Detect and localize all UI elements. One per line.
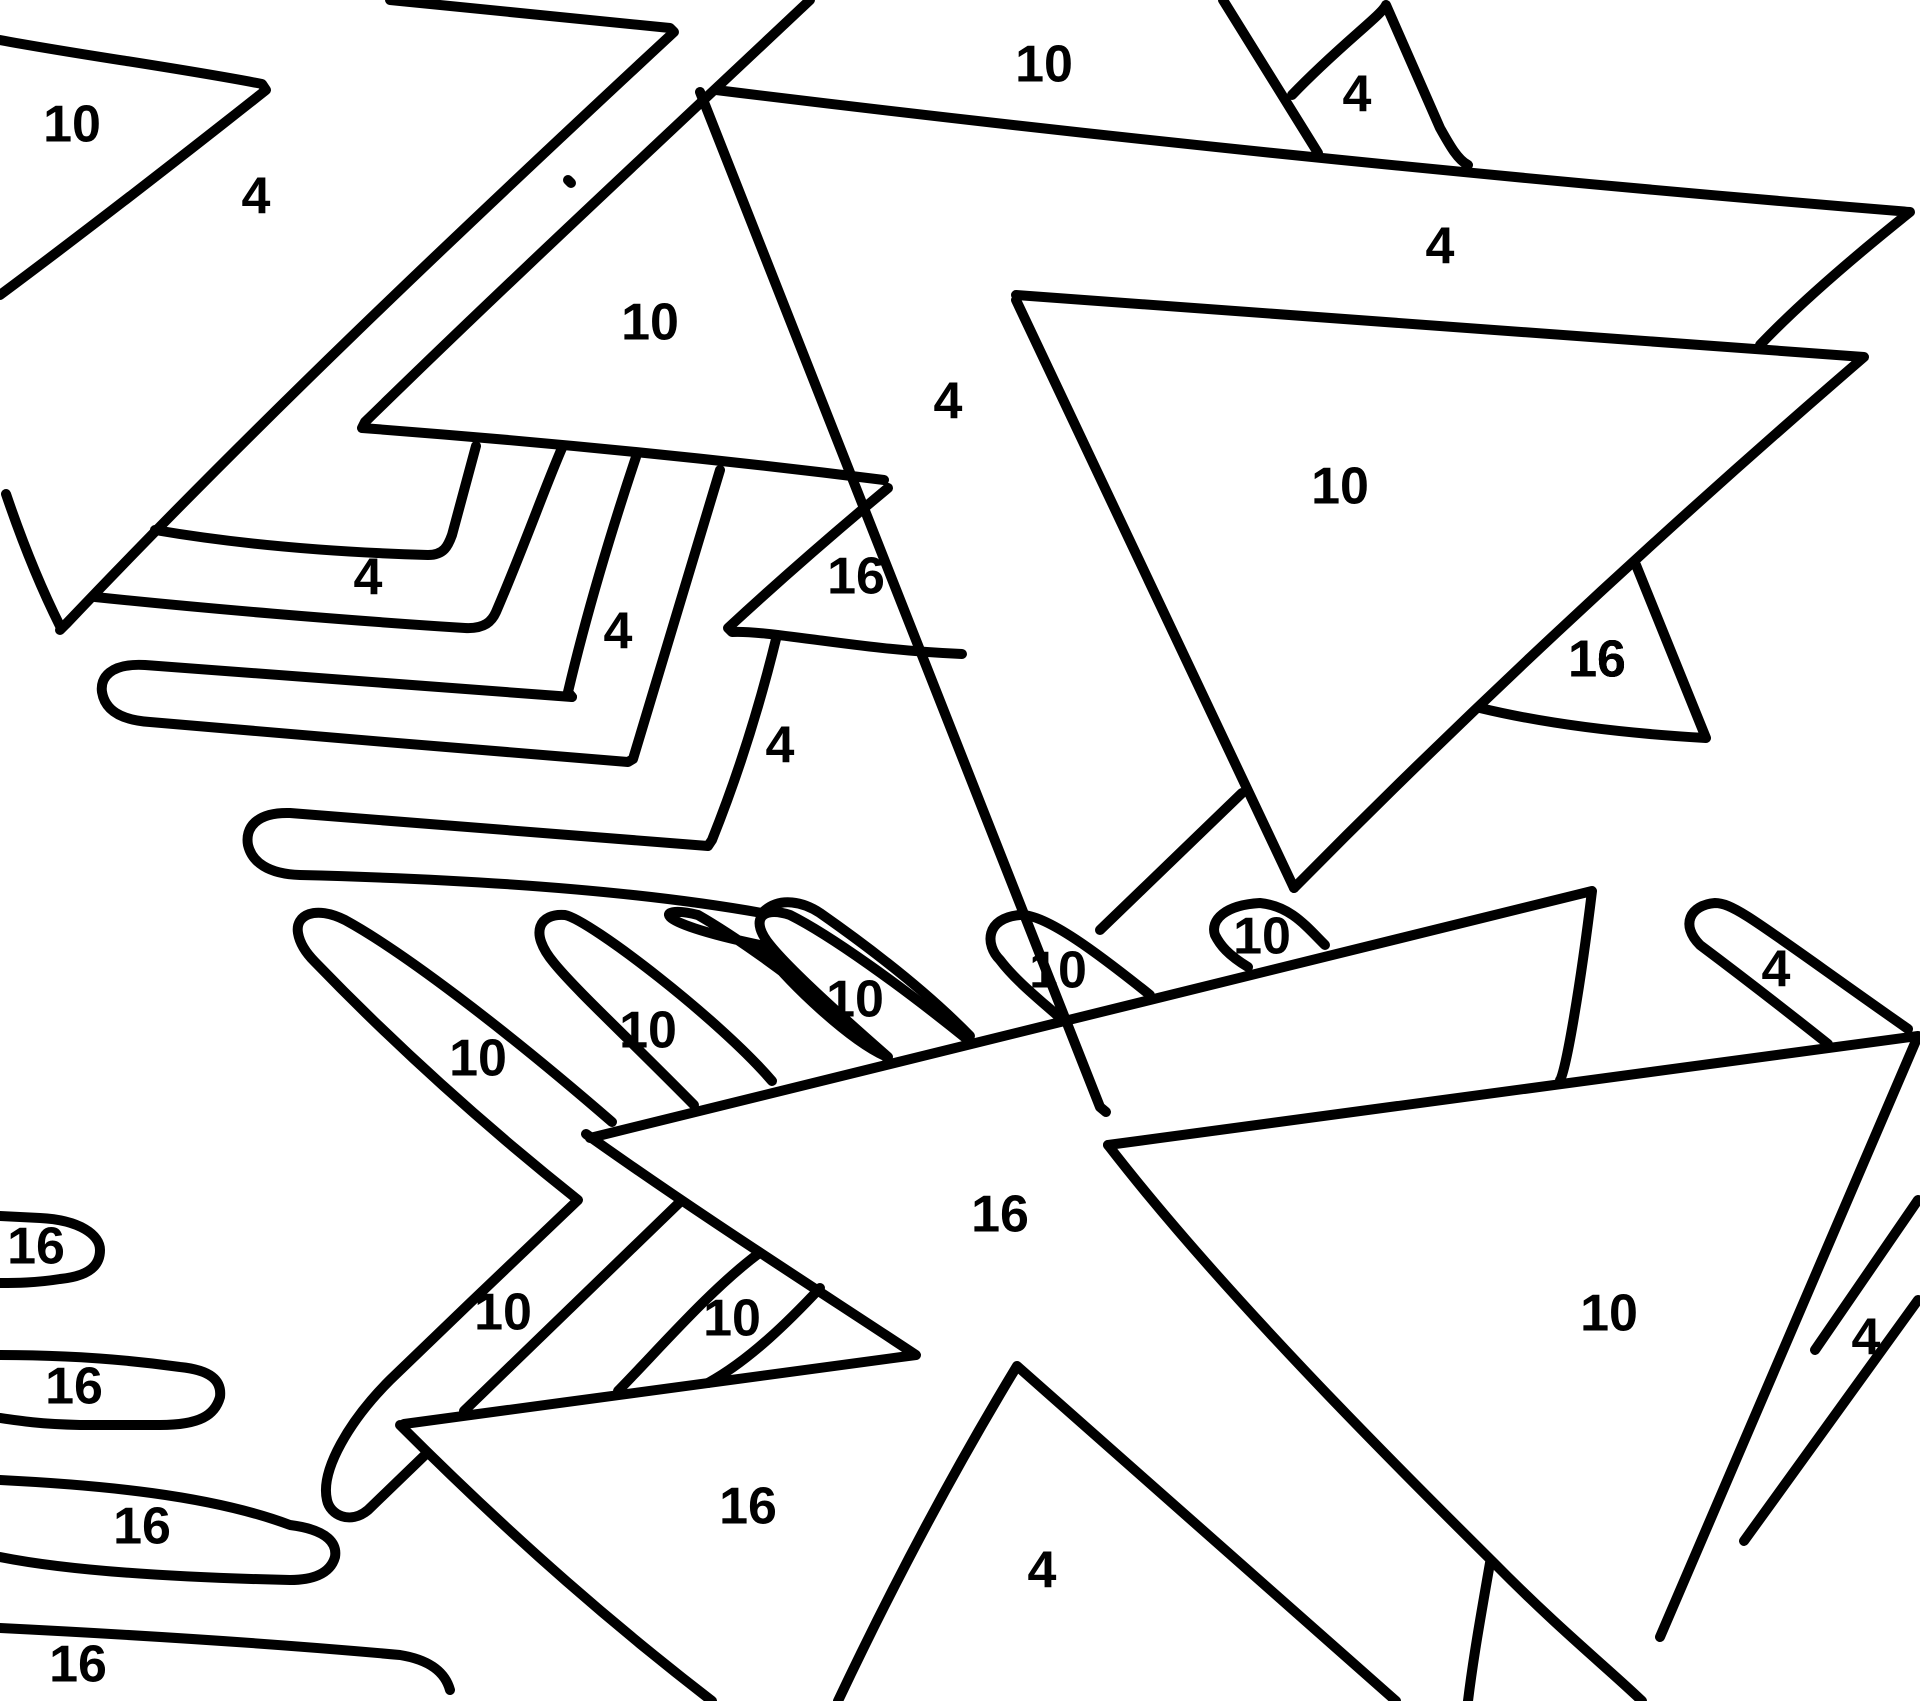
region-number-label: 16 (49, 1636, 107, 1694)
region-number-label: 4 (1028, 1542, 1057, 1600)
region-number-label: 4 (1762, 941, 1791, 999)
outline-path (1209, 898, 1330, 972)
region-number-label: 16 (1568, 631, 1626, 689)
outline-path (663, 906, 891, 1062)
outline-path (0, 1623, 455, 1695)
outline-path (757, 897, 975, 1041)
region-number-label: 10 (1311, 458, 1369, 516)
region-number-label: 10 (1029, 942, 1087, 1000)
outline-path (399, 1129, 921, 1429)
outline-path (613, 1249, 763, 1396)
outline-path (1, 489, 65, 631)
outline-path (833, 1361, 1401, 1701)
outline-path (585, 886, 1597, 1143)
region-number-label: 10 (474, 1284, 532, 1342)
region-number-label: 10 (1015, 36, 1073, 94)
outline-path (1011, 295, 1299, 893)
region-number-label: 4 (1343, 66, 1372, 124)
region-number-label: 10 (619, 1002, 677, 1060)
region-number-label: 10 (826, 971, 884, 1029)
outline-path (1218, 0, 1323, 158)
outline-path (395, 1420, 717, 1701)
outline-path (534, 909, 777, 1110)
outline-path (1810, 1195, 1920, 1355)
outline-path (1095, 788, 1247, 935)
outline-path (985, 910, 1155, 1021)
region-number-label: 16 (827, 548, 885, 606)
region-number-label: 10 (703, 1290, 761, 1348)
outline-path (150, 441, 481, 560)
region-number-label: 4 (934, 373, 963, 431)
outline-path (723, 483, 967, 659)
outline-path (242, 630, 782, 918)
outline-path (695, 87, 1111, 1117)
outline-path (90, 443, 567, 634)
region-number-label: 10 (1233, 908, 1291, 966)
region-number-label: 4 (1426, 218, 1455, 276)
outline-path (0, 1475, 341, 1585)
outline-path (1475, 560, 1711, 743)
outline-path (563, 175, 576, 188)
outline-path (1103, 1140, 1647, 1701)
region-number-label: 16 (971, 1186, 1029, 1244)
outline-path (1684, 898, 1913, 1049)
region-number-label: 10 (43, 96, 101, 154)
region-number-label: 4 (354, 549, 383, 607)
outline-path (1011, 290, 1869, 893)
region-number-label: 4 (766, 717, 795, 775)
region-number-label: 16 (113, 1498, 171, 1556)
region-number-label: 10 (621, 294, 679, 352)
outline-path (96, 465, 725, 767)
region-number-label: 16 (1568, 631, 1626, 689)
region-number-label: 10 (449, 1030, 507, 1088)
outline-path (1739, 1295, 1920, 1546)
outline-path (357, 0, 889, 485)
region-number-label: 4 (1852, 1309, 1881, 1367)
outline-path (1103, 1031, 1920, 1642)
outline-path (1287, 0, 1473, 170)
outline-path (55, 0, 679, 635)
region-number-label: 10 (1580, 1285, 1638, 1343)
region-number-label: 16 (719, 1478, 777, 1536)
region-number-label: 16 (45, 1358, 103, 1416)
outline-path (459, 1197, 685, 1416)
region-numbers: 10 4 10 4 10 16 16 4 4 4 4 10 16 16 4 10 10 10 10 10 4 16 16 16… (7, 36, 1880, 1694)
outline-path (563, 452, 641, 702)
outline-path (754, 906, 973, 1062)
region-number-label: 16 (7, 1218, 65, 1276)
outline-path (292, 907, 617, 1523)
outline-path (711, 85, 1915, 350)
outline-path (0, 1211, 105, 1288)
outline-path (703, 1283, 825, 1388)
outline-path (1463, 1558, 1495, 1701)
outline-path (0, 35, 271, 300)
region-number-label: 16 (1568, 631, 1626, 689)
region-number-label: 4 (242, 168, 271, 226)
outline-path (0, 1350, 226, 1430)
region-number-label: 4 (604, 603, 633, 661)
region-number-label: 16 (1568, 631, 1626, 689)
